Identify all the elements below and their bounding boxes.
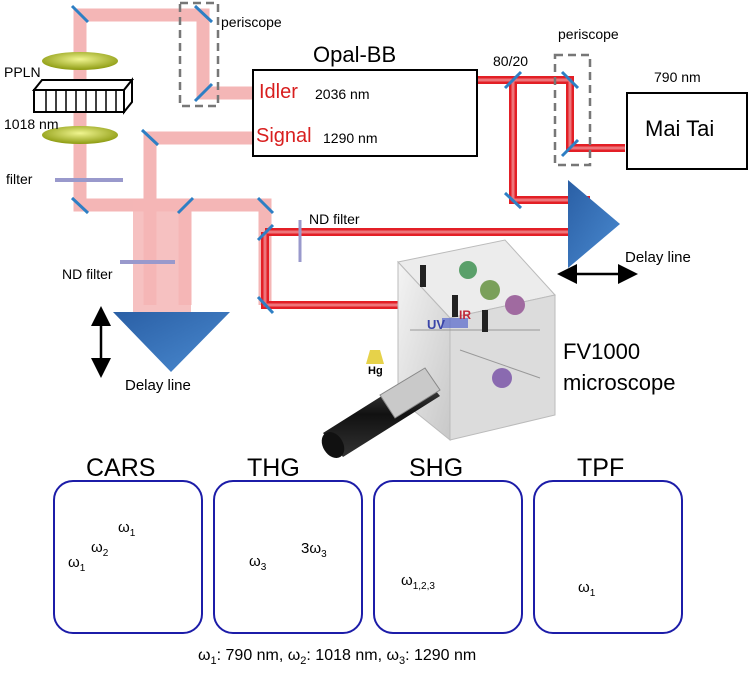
mirror-icon [256, 196, 275, 215]
ppln-wavelength: 1018 nm [4, 116, 59, 132]
prism-right-icon [568, 180, 620, 268]
mirror-icon [70, 196, 90, 215]
microscope-illustration [321, 239, 556, 459]
mirror-icon [70, 4, 90, 24]
mirror-icon [560, 70, 580, 90]
microscope-label: microscope [563, 370, 676, 395]
tpf-w1-label: ω1 [578, 579, 596, 599]
mai-tai-box [626, 92, 748, 170]
thg-title: THG [247, 454, 300, 482]
delay-line-left-label: Delay line [125, 377, 191, 394]
maitai-wavelength: 790 nm [654, 69, 701, 85]
delay-line-right-label: Delay line [625, 249, 691, 266]
mirror-icon [193, 4, 214, 24]
thg-3w3-label: 3ω3 [301, 540, 327, 560]
ir-port-label: IR [459, 308, 471, 322]
signal-label: Signal [256, 125, 312, 147]
periscope-right-box [553, 53, 592, 167]
mai-tai-label: Mai Tai [645, 116, 715, 141]
opal-bb-label: Opal-BB [313, 42, 397, 67]
mirror-icon [193, 82, 214, 103]
periscope-right-label: periscope [558, 26, 619, 42]
cars-title: CARS [86, 454, 156, 482]
hg-lamp-label: Hg [368, 365, 383, 377]
periscope-left-box [178, 1, 220, 108]
mirror-icon [256, 223, 275, 242]
idler-label: Idler [259, 81, 298, 103]
filter-label: filter [6, 171, 33, 187]
lens-icon [42, 126, 118, 144]
cars-panel [53, 480, 203, 634]
mirror-icon [503, 191, 523, 210]
nd-filter-left-label: ND filter [62, 266, 113, 282]
lens-icon [42, 52, 118, 70]
mirrors [70, 4, 580, 315]
periscope-left-label: periscope [221, 14, 282, 30]
wavelength-caption: ω1: 790 nm, ω2: 1018 nm, ω3: 1290 nm [198, 647, 477, 668]
prism-left-icon [113, 312, 230, 372]
idler-wavelength: 2036 nm [315, 86, 370, 102]
mirror-icon [560, 138, 580, 158]
shg-w-label: ω1,2,3 [401, 572, 435, 592]
thg-w3-label: ω3 [249, 553, 267, 573]
cars-w2-label: ω2 [91, 539, 109, 559]
ppln-label: PPLN [4, 64, 41, 80]
uv-port-label: UV [427, 317, 446, 332]
ppln-crystal-icon [31, 77, 135, 115]
mirror-icon [503, 70, 523, 90]
beamsplitter-ratio: 80/20 [493, 53, 529, 69]
tpf-panel [533, 480, 683, 634]
thg-panel [213, 480, 363, 634]
fv1000-label: FV1000 [563, 339, 641, 364]
mirror-icon [140, 128, 160, 147]
nd-filter-top-label: ND filter [309, 211, 360, 227]
shg-panel [373, 480, 523, 634]
mirror-icon [256, 295, 275, 315]
signal-wavelength: 1290 nm [323, 130, 378, 146]
cars-w1b-label: ω1 [118, 519, 136, 539]
opal-bb-box [252, 69, 478, 157]
cars-w1-label: ω1 [68, 554, 86, 574]
shg-title: SHG [409, 454, 464, 482]
mirror-icon [176, 196, 195, 215]
tpf-title: TPF [577, 454, 625, 482]
